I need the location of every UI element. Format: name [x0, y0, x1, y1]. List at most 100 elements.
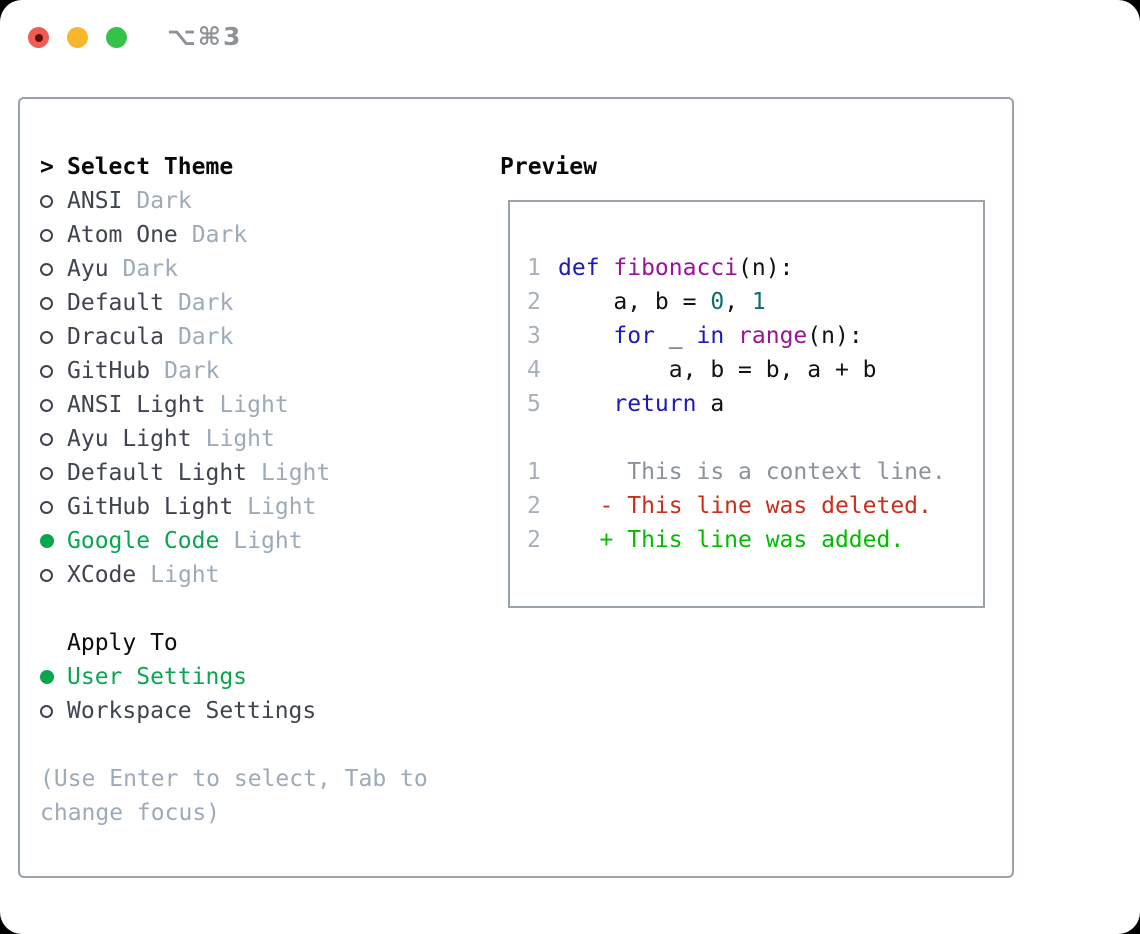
code-line: 2 + This line was added. — [527, 523, 983, 557]
code-line: 2 - This line was deleted. — [527, 489, 983, 523]
code-token-pln: a, b = — [558, 289, 711, 315]
theme-name: Google Code — [67, 528, 220, 554]
line-number: 5 — [527, 391, 541, 417]
radio-icon — [40, 398, 67, 412]
code-token-add: + This line was added. — [558, 527, 905, 553]
code-token-del: - This line was deleted. — [558, 493, 932, 519]
apply-option-workspace-settings[interactable]: Workspace Settings — [40, 694, 428, 728]
theme-name: Atom One — [67, 222, 178, 248]
theme-option-google-code-light[interactable]: Google Code Light — [40, 524, 428, 558]
theme-name: XCode — [67, 562, 137, 588]
minimize-button[interactable] — [67, 27, 88, 48]
code-token-typ: fibonacci — [613, 255, 739, 281]
theme-name: Ayu Light — [67, 426, 192, 452]
code-token-pln: (n): — [738, 255, 794, 281]
code-line: 2 a, b = 0, 1 — [527, 285, 983, 319]
hint-line: (Use Enter to select, Tab to — [40, 766, 428, 792]
preview-header: Preview — [500, 154, 597, 180]
code-token-kwd: for — [613, 323, 655, 349]
line-number: 2 — [527, 289, 541, 315]
code-token-pln: a — [696, 391, 725, 417]
theme-name: ANSI — [67, 188, 123, 214]
theme-variant-label: Light — [205, 426, 275, 452]
theme-variant-label: Dark — [164, 358, 220, 384]
line-number: 3 — [527, 323, 541, 349]
radio-icon — [40, 466, 67, 480]
code-token-pln — [558, 391, 613, 417]
theme-variant-label: Dark — [122, 256, 178, 282]
zoom-button[interactable] — [106, 27, 127, 48]
code-token-pln: (n): — [807, 323, 863, 349]
apply-to-title: Apply To — [67, 630, 178, 656]
spacer — [40, 728, 428, 762]
radio-icon — [40, 568, 67, 582]
line-number: 1 — [527, 459, 541, 485]
theme-option-ayu-light-light[interactable]: Ayu Light Light — [40, 422, 428, 456]
spacer — [40, 592, 428, 626]
radio-icon — [40, 432, 67, 446]
hint-text: (Use Enter to select, Tab to change focus… — [40, 762, 428, 830]
code-token-pln: a, b = b, a + b — [558, 357, 877, 383]
theme-variant-label: Dark — [177, 290, 234, 316]
theme-variant-label: Dark — [136, 188, 192, 214]
code-token-pln: , — [724, 289, 752, 315]
radio-icon — [40, 364, 67, 378]
apply-option-user-settings[interactable]: User Settings — [40, 660, 428, 694]
code-token-pln — [724, 323, 738, 349]
code-token-pln — [558, 323, 613, 349]
theme-option-default-light-light[interactable]: Default Light Light — [40, 456, 428, 490]
radio-icon — [40, 262, 67, 276]
theme-option-ansi-light-light[interactable]: ANSI Light Light — [40, 388, 428, 422]
window-title: ⌥⌘3 — [167, 22, 243, 51]
code-line — [527, 421, 983, 455]
theme-name: Default Light — [67, 460, 248, 486]
theme-variant-label: Light — [247, 494, 317, 520]
theme-name: GitHub Light — [67, 494, 234, 520]
radio-icon — [40, 500, 67, 514]
line-number: 2 — [527, 527, 541, 553]
theme-option-default-dark[interactable]: Default Dark — [40, 286, 428, 320]
close-dot-icon — [34, 33, 43, 42]
close-button[interactable] — [28, 27, 49, 48]
theme-option-ansi-dark[interactable]: ANSI Dark — [40, 184, 428, 218]
apply-to-header: Apply To — [40, 626, 428, 660]
cursor-caret: > — [40, 154, 54, 180]
theme-name: ANSI Light — [67, 392, 206, 418]
theme-name: Default — [67, 290, 164, 316]
theme-variant-label: Light — [261, 460, 331, 486]
code-token-kwd: return — [613, 391, 697, 417]
theme-option-xcode-light[interactable]: XCode Light — [40, 558, 428, 592]
theme-option-atom-one-dark[interactable]: Atom One Dark — [40, 218, 428, 252]
theme-variant-label: Light — [150, 562, 220, 588]
line-number: 1 — [527, 255, 541, 281]
line-number: 2 — [527, 493, 541, 519]
theme-variant-label: Light — [219, 392, 289, 418]
line-number: 4 — [527, 357, 541, 383]
radio-selected-icon — [40, 670, 67, 684]
theme-variant-label: Dark — [191, 222, 248, 248]
radio-icon — [40, 194, 67, 208]
select-theme-header: > Select Theme — [40, 150, 428, 184]
apply-option-label: User Settings — [67, 664, 248, 690]
code-token-ctx: This is a context line. — [558, 459, 946, 485]
code-line: 5 return a — [527, 387, 983, 421]
theme-name: Dracula — [67, 324, 164, 350]
code-token-typ: range — [738, 323, 808, 349]
radio-icon — [40, 704, 67, 718]
hint-line: change focus) — [40, 800, 221, 826]
code-line: 3 for _ in range(n): — [527, 319, 983, 353]
code-line: 4 a, b = b, a + b — [527, 353, 983, 387]
theme-option-github-light-light[interactable]: GitHub Light Light — [40, 490, 428, 524]
theme-variant-label: Light — [233, 528, 303, 554]
radio-icon — [40, 228, 67, 242]
